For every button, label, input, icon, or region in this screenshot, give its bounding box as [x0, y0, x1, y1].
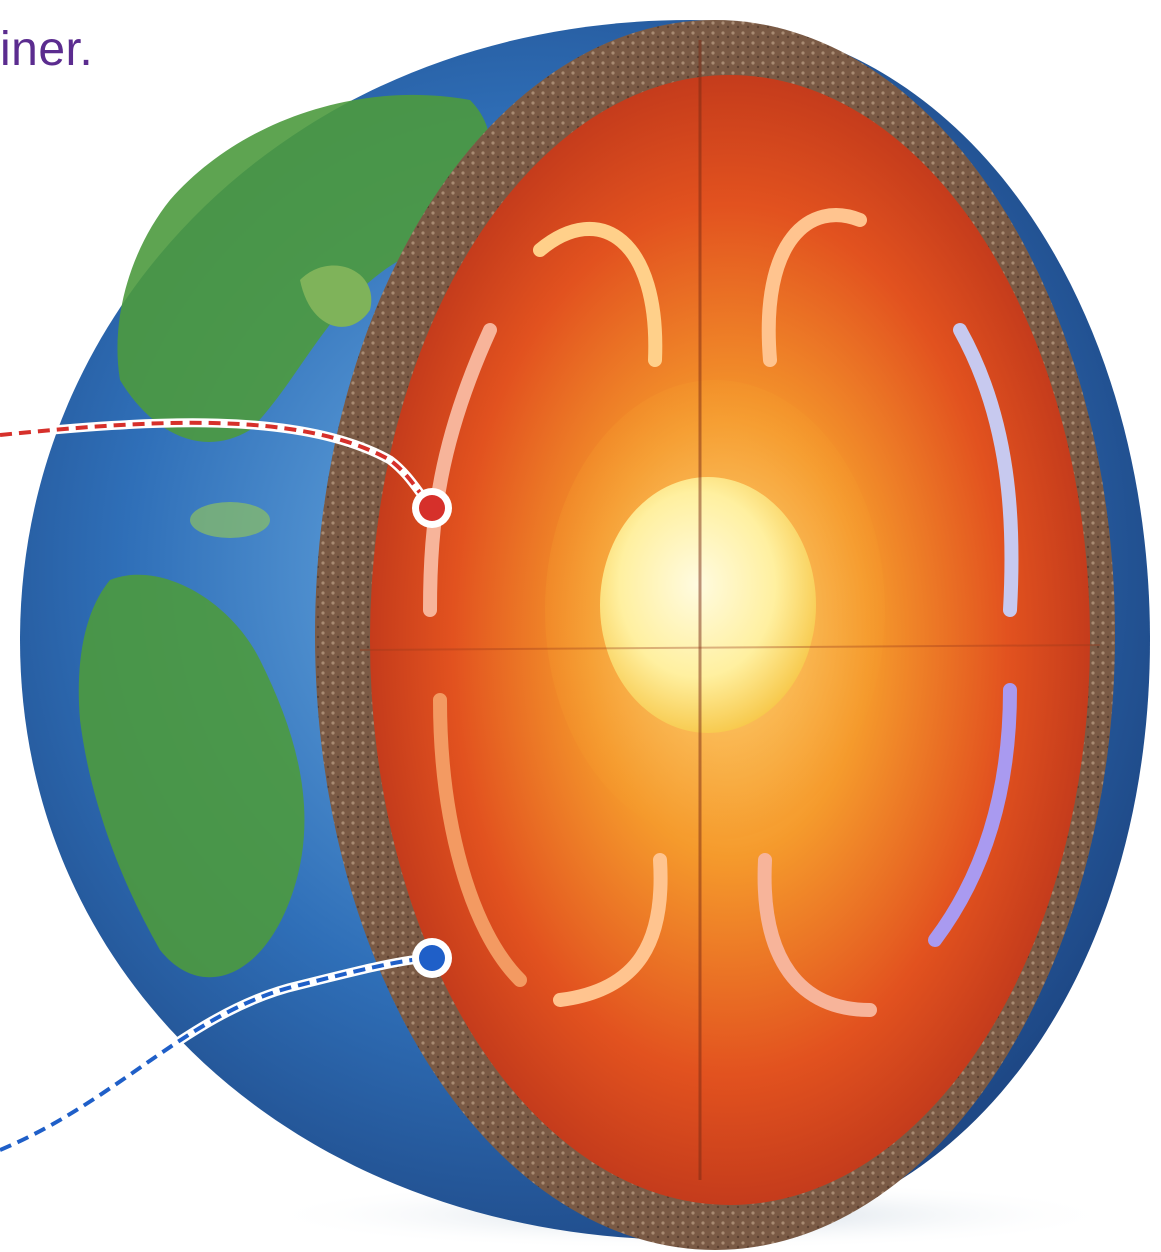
land-north	[117, 94, 491, 442]
callout-mantle	[0, 418, 452, 528]
land-south	[78, 574, 305, 978]
convection-arrows	[423, 208, 1019, 1017]
arrow-right-upper	[953, 323, 1019, 617]
callout-crust	[0, 938, 452, 1155]
mantle-leader-line	[0, 420, 434, 510]
arrow-top-left-inner	[533, 221, 663, 367]
crust-marker-dot	[419, 945, 445, 971]
arrow-right-lower	[928, 683, 1017, 947]
title-fragment: iner.	[0, 23, 94, 76]
arrow-left-upper	[423, 323, 497, 617]
arrow-left-lower	[433, 693, 527, 987]
cutaway-section	[315, 20, 1115, 1250]
arrow-bottom-right-inner	[757, 853, 877, 1017]
arrow-top-right-inner	[761, 208, 867, 367]
section-seam-horizontal	[359, 644, 1101, 651]
inner-core	[600, 477, 816, 733]
mantle-marker-dot	[419, 495, 445, 521]
arrow-bottom-left-inner	[553, 853, 668, 1007]
